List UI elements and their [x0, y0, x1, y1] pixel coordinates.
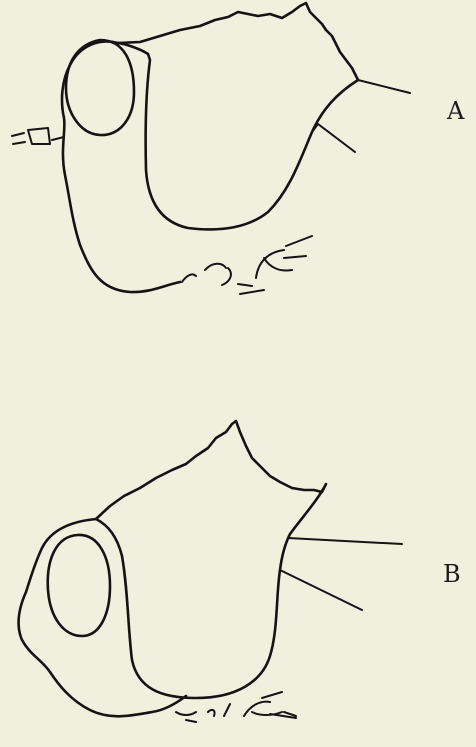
drawing-b-lip	[176, 692, 296, 722]
drawing-b-crest	[96, 421, 326, 534]
drawing-a-spine-lower	[312, 124, 355, 152]
drawing-a-nub	[28, 128, 50, 144]
drawing-a-outline	[62, 41, 180, 292]
drawing-a-nub-ticks	[12, 133, 64, 144]
drawing-a-crest	[118, 3, 358, 80]
drawing-a-orbit	[118, 43, 358, 229]
drawing-b	[19, 421, 402, 722]
drawing-a-spine-upper	[358, 80, 410, 93]
drawing-a-eye	[66, 40, 134, 135]
drawing-a-lip	[182, 236, 312, 294]
drawing-a	[12, 3, 410, 294]
label-b: B	[443, 560, 461, 588]
label-a: A	[447, 97, 464, 125]
drawing-b-spine-lower	[280, 570, 362, 610]
drawing-b-eye	[48, 535, 110, 636]
drawing-b-spine-upper	[288, 538, 402, 544]
drawing-b-orbit	[96, 519, 290, 698]
